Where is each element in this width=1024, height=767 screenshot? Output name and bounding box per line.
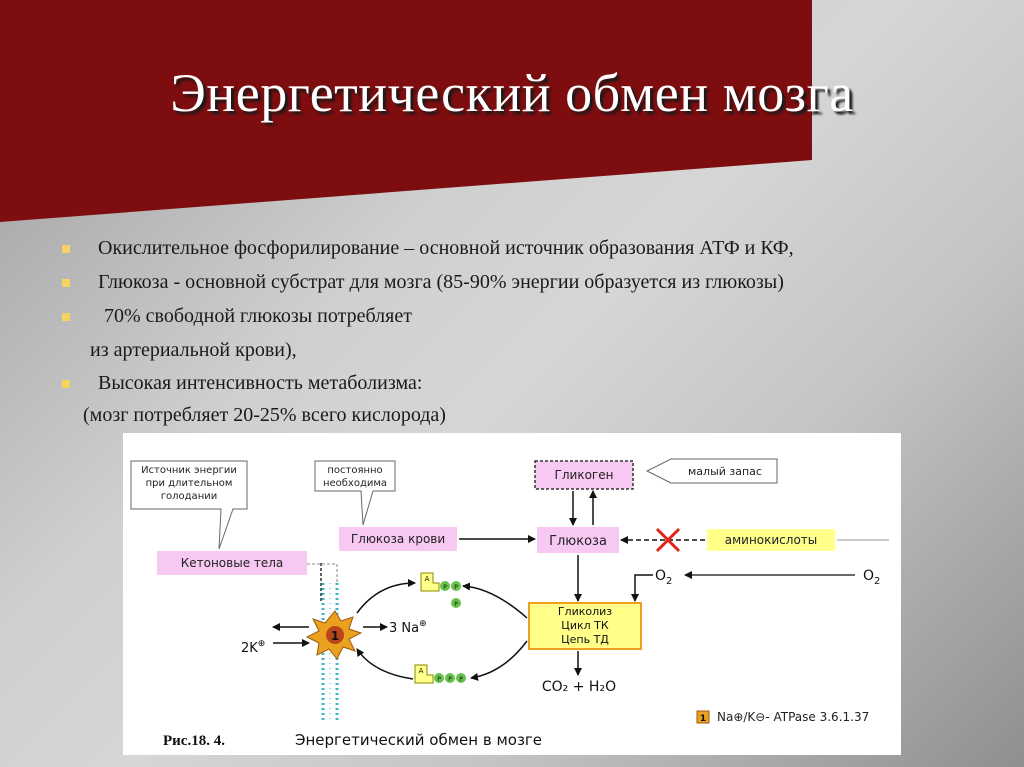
arrow-o2-to-process	[631, 574, 653, 602]
figure-brain-energy-metabolism: Источник энергии при длительном голодани…	[123, 433, 901, 755]
adp-molecule-icon: A P P P	[420, 572, 461, 608]
svg-text:Цепь ТД: Цепь ТД	[561, 633, 609, 646]
svg-text:Гликолиз: Гликолиз	[558, 605, 612, 618]
glycolysis-tca-etc-box: Гликолиз Цикл ТК Цепь ТД	[528, 602, 642, 650]
glucose-box: Глюкоза	[537, 527, 619, 553]
svg-text:P: P	[459, 676, 463, 683]
arrow-atp-use	[462, 582, 528, 619]
figure-number: Рис.18. 4.	[163, 733, 225, 749]
bullet-free-glucose-continued: из артериальной крови),	[90, 339, 297, 361]
line-ketone-to-cell	[307, 563, 338, 583]
figure-caption: Энергетический обмен в мозге	[295, 731, 542, 749]
svg-text:голодании: голодании	[161, 491, 217, 502]
svg-text:P: P	[454, 584, 458, 591]
bullet-marker	[62, 245, 70, 253]
arrow-atp-production	[470, 640, 528, 681]
svg-text:Источник энергии: Источник энергии	[141, 465, 237, 476]
svg-text:Глюкоза крови: Глюкоза крови	[351, 532, 445, 546]
bullet-marker	[62, 279, 70, 287]
svg-text:1: 1	[700, 714, 706, 724]
title-banner	[0, 0, 812, 222]
svg-text:Кетоновые тела: Кетоновые тела	[181, 556, 284, 570]
svg-text:аминокислоты: аминокислоты	[725, 533, 818, 547]
svg-text:малый запас: малый запас	[688, 465, 762, 478]
bullet-oxidative-phosphorylation: Окислительное фосфорилирование – основно…	[98, 237, 794, 259]
svg-text:необходима: необходима	[323, 478, 387, 489]
arrow-pump-to-adp	[356, 579, 416, 614]
svg-text:Гликоген: Гликоген	[555, 468, 614, 482]
svg-text:постоянно: постоянно	[327, 465, 382, 476]
na-label: 3 Na⊕	[389, 619, 427, 636]
svg-text:P: P	[448, 676, 452, 683]
bullet-glucose-substrate: Глюкоза - основной субстрат для мозга (8…	[98, 271, 784, 293]
callout-constantly-needed: постоянно необходима	[314, 460, 396, 526]
svg-text:при длительном: при длительном	[146, 478, 233, 489]
svg-text:Цикл ТК: Цикл ТК	[561, 619, 609, 632]
na-k-atpase-pump-icon: 1	[305, 610, 363, 660]
arrow-atp-to-pump	[356, 648, 414, 680]
ketone-bodies-box: Кетоновые тела	[157, 551, 307, 575]
svg-text:A: A	[419, 667, 424, 675]
callout-ketone-source: Источник энергии при длительном голодани…	[130, 460, 248, 550]
svg-text:1: 1	[331, 629, 339, 643]
k-label: 2K⊕	[241, 639, 265, 656]
legend-atpase: 1 Na⊕/K⊖- ATPase 3.6.1.37	[696, 710, 869, 724]
bullet-metabolism-intensity: Высокая интенсивность метаболизма:	[98, 372, 423, 394]
svg-text:A: A	[425, 575, 430, 583]
o2-label: O2	[655, 568, 672, 587]
amino-acids-box: аминокислоты	[707, 529, 835, 551]
bullet-free-glucose: 70% свободной глюкозы потребляет	[104, 305, 412, 327]
o2-source-label: O2	[863, 568, 880, 587]
glycogen-box: Гликоген	[534, 460, 634, 490]
callout-small-reserve: малый запас	[645, 458, 778, 484]
bullet-metabolism-continued: (мозг потребляет 20-25% всего кислорода)	[83, 404, 446, 426]
bullet-marker	[62, 380, 70, 388]
svg-text:P: P	[454, 601, 458, 608]
svg-text:Глюкоза: Глюкоза	[549, 534, 607, 549]
svg-text:P: P	[443, 584, 447, 591]
bullet-marker	[62, 313, 70, 321]
svg-text:Na⊕/K⊖- ATPase 3.6.1.37: Na⊕/K⊖- ATPase 3.6.1.37	[717, 710, 869, 724]
atp-molecule-icon: A P P P	[414, 664, 466, 684]
blood-glucose-box: Глюкоза крови	[339, 527, 457, 551]
svg-text:P: P	[437, 676, 441, 683]
blocked-x-icon	[655, 527, 681, 553]
slide-title: Энергетический обмен мозга	[170, 63, 854, 123]
co2-h2o-label: CO₂ + H₂O	[542, 679, 616, 695]
